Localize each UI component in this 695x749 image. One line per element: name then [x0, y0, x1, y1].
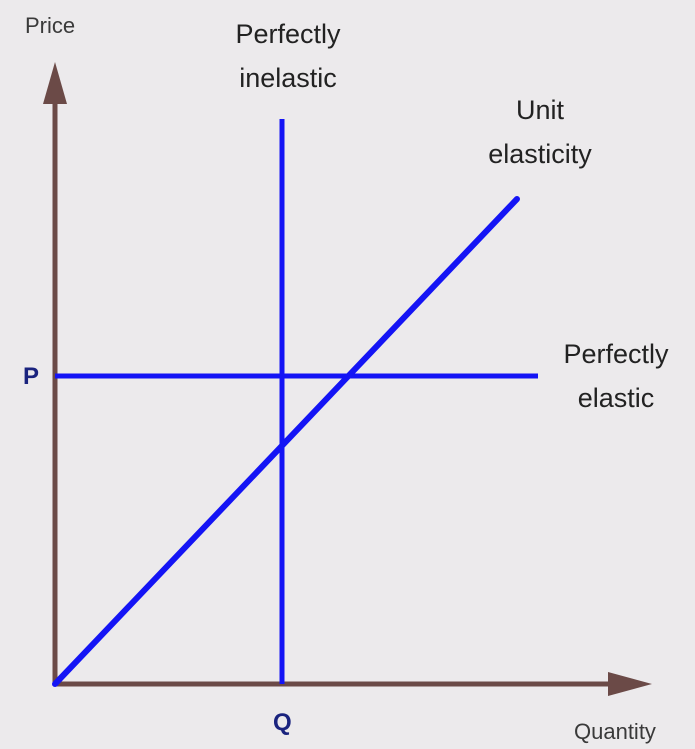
unit-elasticity-label-line1: Unit — [515, 95, 564, 125]
unit-elasticity-label-line2: elasticity — [488, 139, 592, 169]
unit-elasticity-line — [52, 196, 520, 687]
quantity-axis-title: Quantity — [574, 719, 656, 744]
quantity-tick-label: Q — [273, 709, 292, 736]
perfectly-inelastic-label: Perfectly inelastic — [206, 12, 370, 100]
perfectly-elastic-label-line2: elastic — [577, 383, 655, 413]
perfectly-inelastic-label-line2: inelastic — [239, 63, 337, 93]
price-axis-arrowhead — [43, 62, 67, 104]
unit-elasticity-label: Unit elasticity — [462, 88, 618, 176]
perfectly-elastic-label: Perfectly elastic — [546, 332, 686, 420]
price-tick-label: P — [23, 363, 40, 390]
perfectly-inelastic-label-line1: Perfectly — [235, 19, 341, 49]
perfectly-elastic-label-line1: Perfectly — [563, 339, 669, 369]
price-axis-title: Price — [25, 13, 76, 38]
quantity-axis-arrowhead — [608, 672, 652, 696]
